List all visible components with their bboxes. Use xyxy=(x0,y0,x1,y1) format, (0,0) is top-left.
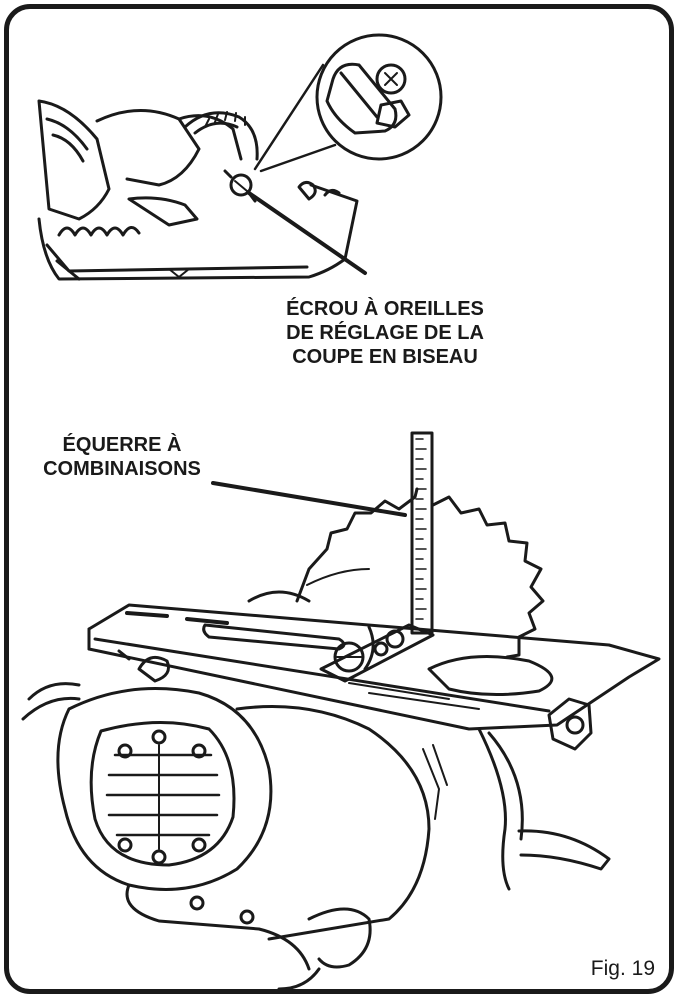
bevel-nut-label-line-3: COUPE EN BISEAU xyxy=(292,346,478,368)
bevel-nut-label: ÉCROU À OREILLES DE RÉGLAGE DE LA COUPE … xyxy=(235,297,535,369)
motor-housing xyxy=(56,687,273,891)
square-label-line-1: ÉQUERRE À xyxy=(62,434,182,456)
figure-frame: ÉCROU À OREILLES DE RÉGLAGE DE LA COUPE … xyxy=(4,4,674,994)
saw-illustration xyxy=(21,33,661,989)
bevel-nut-label-line-1: ÉCROU À OREILLES xyxy=(286,298,484,320)
saw-blade-icon xyxy=(295,487,545,659)
combination-square-icon xyxy=(319,431,435,683)
combination-square-label: ÉQUERRE À COMBINAISONS xyxy=(17,433,227,481)
figure-number: Fig. 19 xyxy=(590,957,655,980)
bevel-nut-label-line-2: DE RÉGLAGE DE LA xyxy=(286,322,484,344)
bevel-adjust-closeup xyxy=(37,33,443,281)
wing-nut-icon xyxy=(223,169,257,203)
square-on-saw xyxy=(21,431,661,989)
square-label-line-2: COMBINAISONS xyxy=(43,458,201,480)
